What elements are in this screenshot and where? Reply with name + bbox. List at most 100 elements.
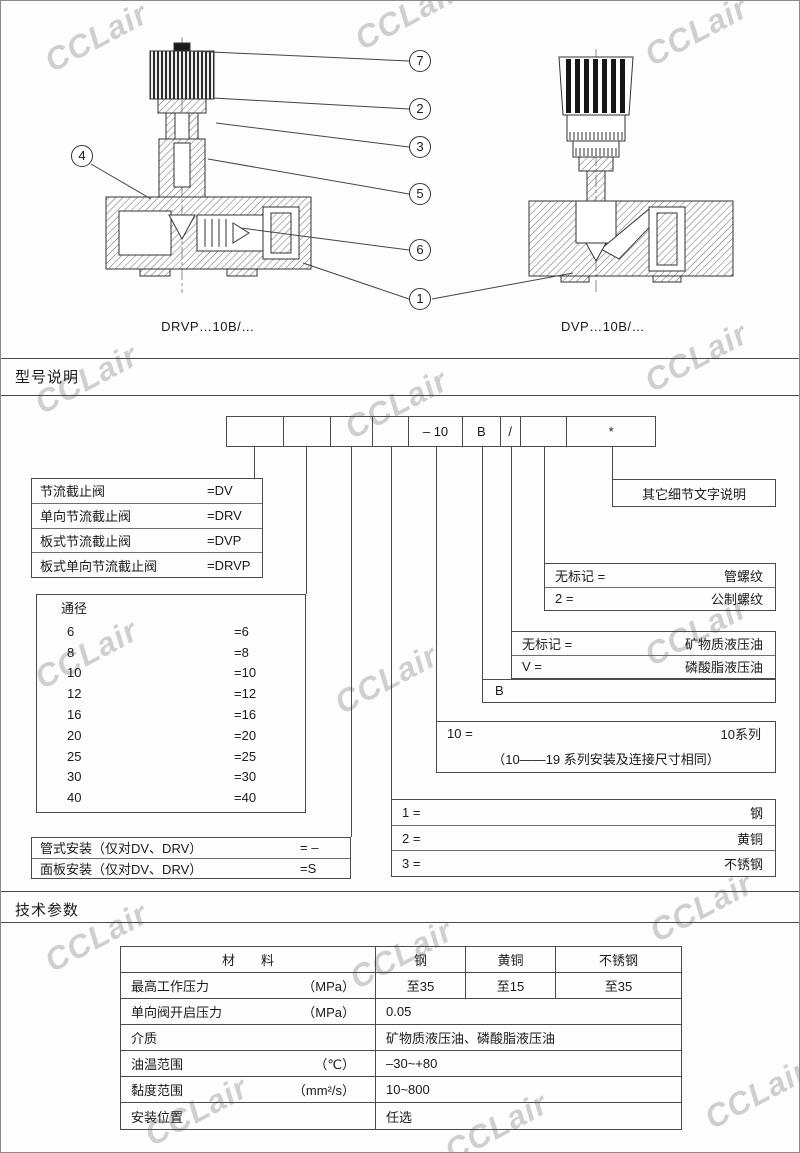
thread-code: 2 = xyxy=(555,591,574,607)
detail-label: 其它细节文字说明 xyxy=(641,486,746,502)
section-title-tech: 技术参数 xyxy=(15,902,80,919)
type-label: 节流截止阀 xyxy=(40,484,106,500)
material-row: 1 = 钢 xyxy=(392,800,775,826)
size-row: 30 =30 xyxy=(37,766,305,787)
mounting-label: 管式安装（仅对DV、DRV） xyxy=(40,841,203,857)
size-row: 20 =20 xyxy=(37,725,305,746)
oil-value: 磷酸脂液压油 xyxy=(684,660,763,676)
callout-6: 6 xyxy=(409,239,431,261)
series-letter-box: B xyxy=(482,679,776,703)
size-row: 8=8 xyxy=(37,642,305,663)
size-row: 25=25 xyxy=(37,746,305,767)
type-code: =DRV xyxy=(207,508,242,524)
divider xyxy=(1,922,799,923)
detail-box: 其它细节文字说明 xyxy=(612,479,776,507)
row-label: 黏度范围 xyxy=(131,1083,184,1098)
connector-line xyxy=(436,447,437,721)
value-steel: 至35 xyxy=(376,973,466,998)
section-title-model: 型号说明 xyxy=(15,369,80,386)
connector-line xyxy=(482,447,483,679)
connector-line xyxy=(391,447,392,799)
row-unit: （℃） xyxy=(314,1057,355,1072)
row-value: 0.05 xyxy=(386,1004,412,1019)
callout-leaders xyxy=(90,50,574,300)
size-box-title: 通径 xyxy=(61,601,88,616)
row-label: 介质 xyxy=(131,1031,158,1046)
material-value: 黄铜 xyxy=(736,831,763,847)
mounting-row: 管式安装（仅对DV、DRV） = – xyxy=(32,838,350,859)
mounting-label: 面板安装（仅对DV、DRV） xyxy=(40,861,203,877)
valve-type-row: 节流截止阀 =DV xyxy=(32,479,262,504)
size-code: =6 xyxy=(234,623,249,639)
type-code: =DRVP xyxy=(207,557,251,573)
valve-type-row: 单向节流截止阀 =DRV xyxy=(32,504,262,529)
valve-type-box: 节流截止阀 =DV 单向节流截止阀 =DRV 板式节流截止阀 =DVP 板式单向… xyxy=(31,478,263,578)
mounting-code: =S xyxy=(300,860,317,876)
row-label: 单向阀开启压力 xyxy=(131,1005,223,1020)
material-code: 3 = xyxy=(402,856,421,872)
value-stainless: 至35 xyxy=(604,979,633,994)
divider xyxy=(1,891,799,892)
oil-code: 无标记 = xyxy=(522,636,573,652)
divider xyxy=(1,358,799,359)
size-code: =25 xyxy=(234,748,257,764)
caption-right-valve: DVP…10B/… xyxy=(561,319,645,334)
row-label: 安装位置 xyxy=(131,1109,184,1125)
size-code: =30 xyxy=(234,769,257,785)
size-row: 40=40 xyxy=(37,787,305,808)
mounting-box: 管式安装（仅对DV、DRV） = – 面板安装（仅对DV、DRV） =S xyxy=(31,837,351,879)
size-label: 20 xyxy=(67,727,82,743)
size-row: 16 =16 xyxy=(37,704,305,725)
callout-5: 5 xyxy=(409,183,431,205)
size-label: 16 xyxy=(67,707,82,723)
thread-row: 2 = 公制螺纹 xyxy=(545,588,775,611)
oil-value: 矿物质液压油 xyxy=(684,636,763,652)
callout-7: 7 xyxy=(409,50,431,72)
callout-3: 3 xyxy=(409,136,431,158)
code-cell-b: B xyxy=(463,417,501,446)
row-value: 10~800 xyxy=(386,1082,430,1097)
connector-line xyxy=(544,447,545,563)
series-value: 10系列 xyxy=(720,727,761,743)
valve-left-group xyxy=(105,37,312,293)
code-cell-size xyxy=(284,417,331,446)
connector-line xyxy=(351,447,352,837)
thread-code: 无标记 = xyxy=(555,568,606,584)
valve-drawings xyxy=(90,37,734,300)
size-label: 12 xyxy=(67,686,82,702)
material-box: 1 = 钢 2 = 黄铜 3 = 不锈钢 xyxy=(391,799,776,877)
row-unit: （mm²/s） xyxy=(292,1083,355,1098)
mounting-row: 面板安装（仅对DV、DRV） =S xyxy=(32,859,350,879)
row-label: 油温范围 xyxy=(131,1057,184,1072)
size-code: =20 xyxy=(234,727,257,743)
header-stainless: 不锈钢 xyxy=(598,953,638,968)
thread-box: 无标记 = 管螺纹 2 = 公制螺纹 xyxy=(544,563,776,611)
series-row: 10 = 10系列 xyxy=(437,722,775,746)
size-code: =10 xyxy=(234,665,257,681)
valve-right-group xyxy=(528,49,734,293)
connector-line xyxy=(612,447,613,479)
table-row-opening-pressure: 单向阀开启压力 （MPa） 0.05 xyxy=(121,999,681,1025)
oil-row: V = 磷酸脂液压油 xyxy=(512,656,775,679)
size-code: =16 xyxy=(234,707,257,723)
code-cell-type xyxy=(227,417,284,446)
table-row-mounting-position: 安装位置 任选 xyxy=(121,1103,681,1129)
size-label: 30 xyxy=(67,769,82,785)
code-cell-mount xyxy=(331,417,374,446)
header-brass: 黄铜 xyxy=(466,947,556,972)
type-code: =DVP xyxy=(207,532,242,548)
row-value: 矿物质液压油、磷酸脂液压油 xyxy=(386,1031,556,1046)
type-label: 板式节流截止阀 xyxy=(40,533,132,549)
size-label: 6 xyxy=(67,623,75,639)
size-box: 通径 6=6 8=8 10=10 12=12 16=16 20=20 25=25… xyxy=(36,594,306,813)
material-code: 1 = xyxy=(402,804,421,820)
code-cell-detail: * xyxy=(608,424,614,439)
connector-line xyxy=(254,447,255,478)
callout-1: 1 xyxy=(409,288,431,310)
mounting-code: = – xyxy=(300,840,319,856)
valve-type-row: 板式节流截止阀 =DVP xyxy=(32,529,262,554)
code-cell-material xyxy=(373,417,410,446)
type-label: 单向节流截止阀 xyxy=(40,509,132,525)
